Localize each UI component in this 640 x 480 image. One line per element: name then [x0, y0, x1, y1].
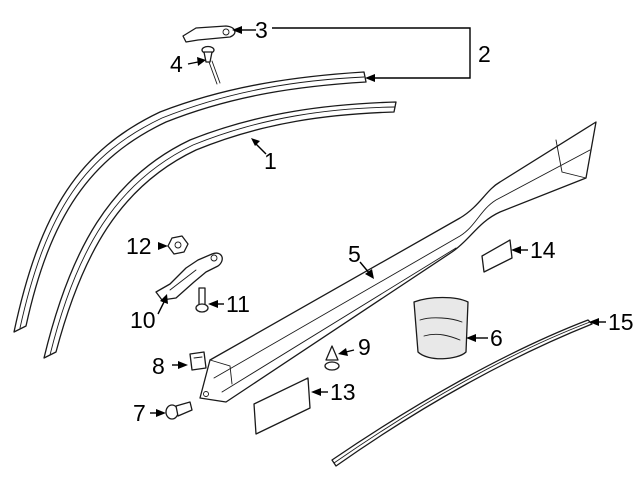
rocker-molding	[199, 121, 597, 403]
roof-molding-inner	[43, 101, 397, 359]
callout-5: 5	[348, 241, 361, 267]
push-clip	[324, 345, 340, 371]
clip-nut	[189, 351, 207, 371]
callout-4: 4	[170, 51, 183, 77]
callout-labels: 1 2 3 4 5 6 7 8 9 10 11 12 13 14 15	[126, 17, 634, 426]
hinge-bracket	[155, 252, 223, 301]
screw-part	[165, 401, 193, 420]
sticker-14	[481, 239, 513, 273]
bolt-part	[195, 287, 209, 313]
garnish-strip	[331, 319, 593, 467]
callout-14: 14	[530, 237, 556, 263]
callout-13: 13	[330, 379, 356, 405]
bracket-part	[182, 25, 236, 43]
callout-9: 9	[358, 334, 371, 360]
cover-bag	[413, 296, 469, 360]
callout-1: 1	[264, 148, 277, 174]
roof-molding-outer	[13, 71, 367, 333]
callout-3: 3	[255, 17, 268, 43]
callout-7: 7	[133, 400, 146, 426]
leader-lines	[150, 26, 606, 417]
callout-15: 15	[608, 309, 634, 335]
nut-part	[167, 235, 189, 255]
callout-6: 6	[490, 325, 503, 351]
callout-8: 8	[152, 353, 165, 379]
callout-2: 2	[478, 41, 491, 67]
sticker-13	[253, 377, 311, 435]
stud-pin-part	[201, 45, 221, 85]
callout-11: 11	[226, 291, 250, 317]
callout-10: 10	[130, 307, 156, 333]
callout-12: 12	[126, 233, 152, 259]
